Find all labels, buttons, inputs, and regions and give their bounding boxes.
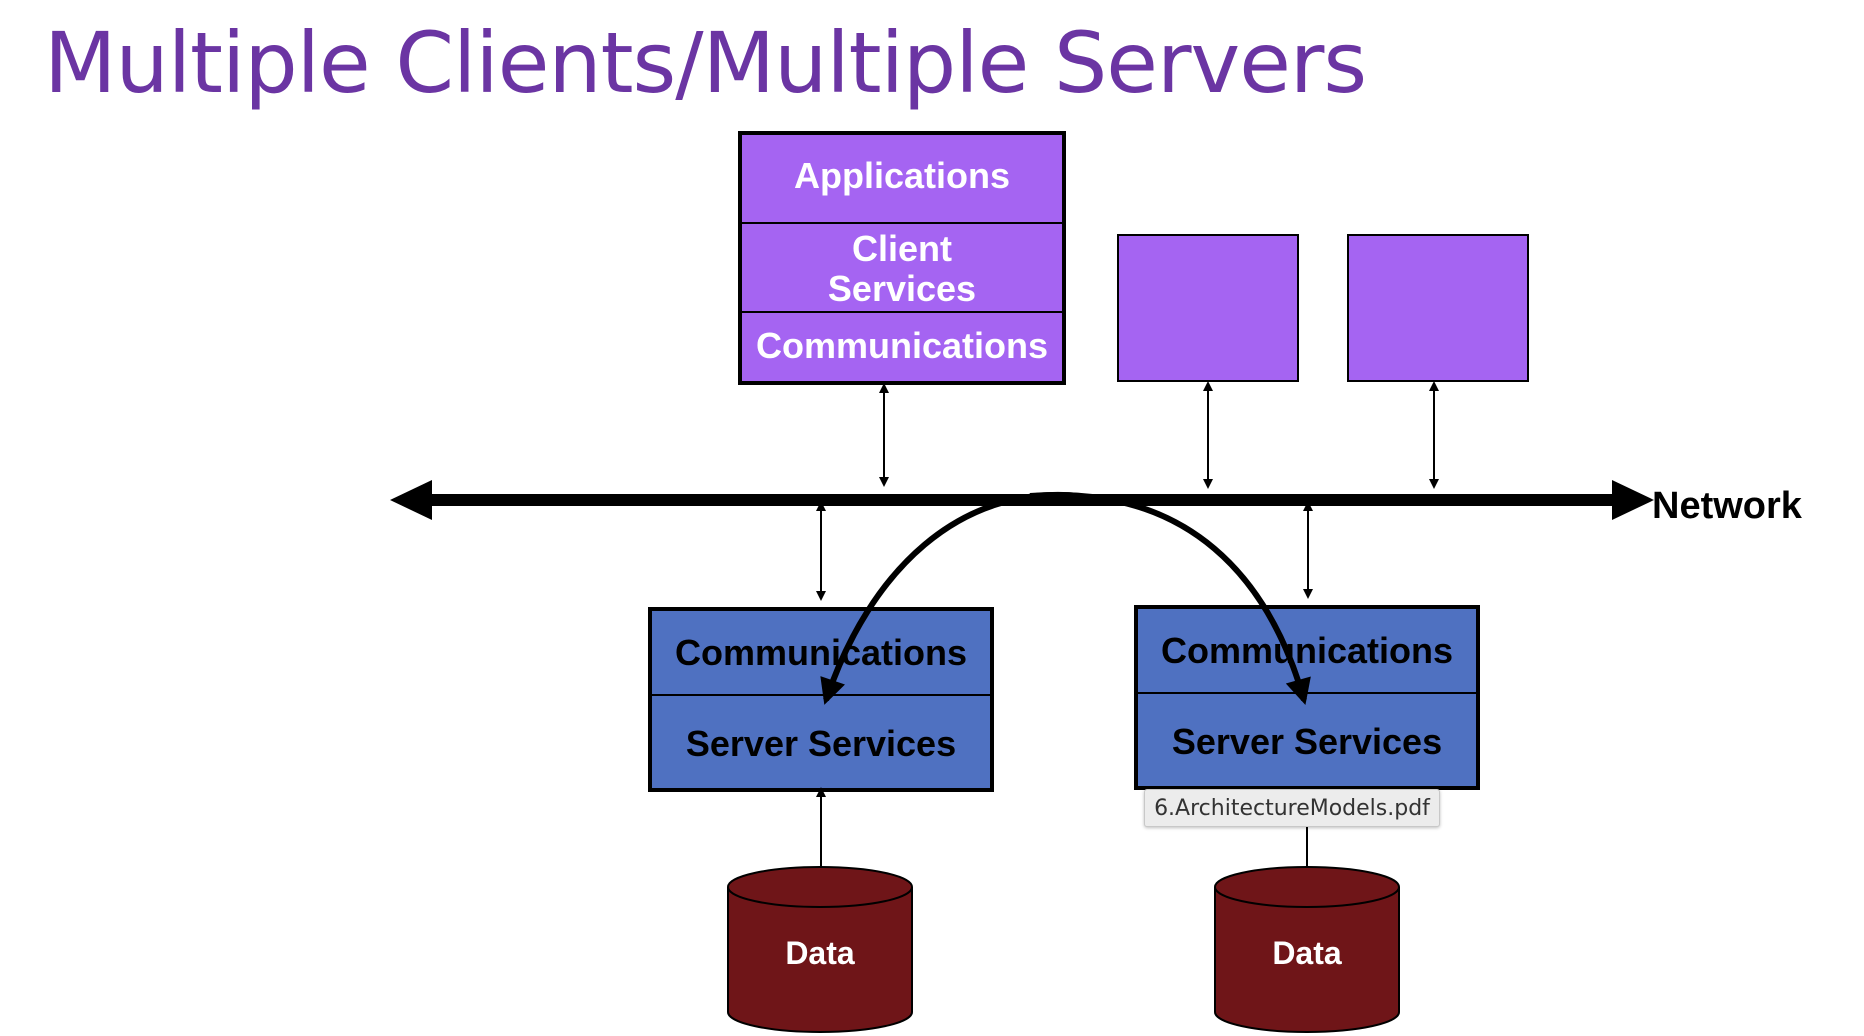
network-left-arrowhead: [390, 480, 432, 520]
server-services-label: Server Services: [686, 723, 956, 764]
server-communications-label: Communications: [1161, 630, 1453, 671]
services-label: Services: [828, 268, 976, 309]
client-box-2: [1117, 234, 1299, 382]
server-communications-label: Communications: [675, 632, 967, 673]
data-label: Data: [785, 935, 855, 971]
client-box-3: [1347, 234, 1529, 382]
client-communications-label: Communications: [756, 325, 1048, 366]
data-store-2: Data: [1214, 866, 1400, 1033]
server-services-label: Server Services: [1172, 721, 1442, 762]
data-store-1: Data: [727, 866, 913, 1033]
client-box: [738, 131, 1066, 385]
server-stack-1: Communications Server Services: [648, 607, 994, 792]
page-title: Multiple Clients/Multiple Servers: [44, 14, 1367, 112]
filename-tooltip: 6.ArchitectureModels.pdf: [1144, 789, 1440, 827]
client-label: Client: [852, 228, 952, 269]
client-stack: Applications Client Services Communicati…: [738, 131, 1066, 385]
data-label: Data: [1272, 935, 1342, 971]
applications-label: Applications: [794, 155, 1010, 196]
network-label: Network: [1652, 485, 1803, 527]
request-curve-right: [1029, 492, 1311, 706]
server-stack-2: Communications Server Services: [1134, 605, 1480, 790]
network-right-arrowhead: [1612, 480, 1654, 520]
